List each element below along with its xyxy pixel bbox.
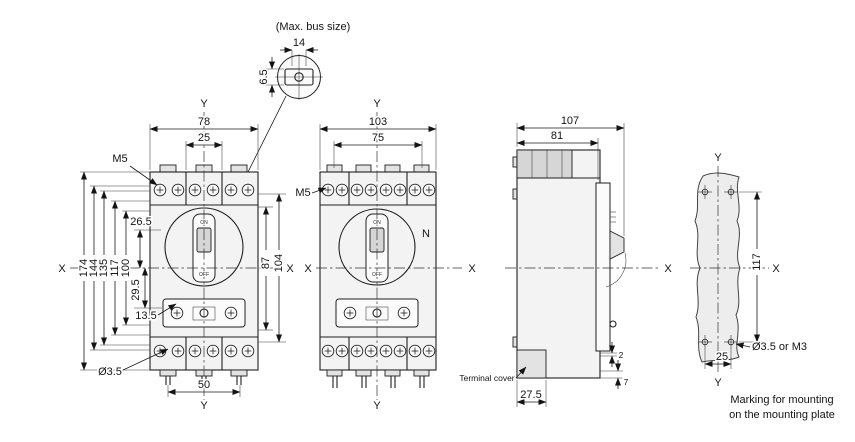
caption-line-2: on the mounting plate [729,409,835,421]
dim-label-27-5: 27.5 [520,389,541,401]
thread-label-m5-4p: M5 [295,187,310,199]
dim-label-14: 14 [293,37,305,49]
axis-label-x: X [304,263,312,275]
dimensions-4pole [311,124,437,194]
axis-label-x: X [468,263,476,275]
hole-dia-label-3p: Ø3.5 [98,366,122,378]
detail-leader-line [242,95,287,183]
dimensions-side [515,123,625,407]
dim-label-13-5: 13.5 [135,310,156,322]
dimensions-mounting [704,191,762,369]
dim-label-107: 107 [561,115,579,127]
breaker-side-body [516,149,601,379]
caption-line-1: Marking for mounting [730,394,833,406]
switch-on-label-4p: ON [373,220,381,226]
dim-label-26-5: 26.5 [130,216,151,228]
axis-label-y: Y [714,377,722,389]
handle-travel-arc [605,252,627,288]
dim-label-135: 135 [98,259,110,277]
axis-label-x: X [772,263,780,275]
switch-on-label: ON [200,220,208,226]
max-bus-size-label: (Max. bus size) [276,21,351,33]
side-view: 107 81 Terminal cover 27.5 2 7 X [459,114,672,407]
dim-label-174: 174 [78,259,90,277]
front-view-3pole: Y 78 25 M5 X 174 144 135 117 100 26.5 29… [58,98,294,412]
rating-dial [164,207,244,287]
axis-label-y: Y [373,400,381,412]
side-toggle-handle [609,230,625,260]
terminal-cover-label: Terminal cover [459,373,514,383]
dim-label-6-5: 6.5 [258,69,270,84]
dim-label-78: 78 [198,116,210,128]
switch-off-label: OFF [199,272,209,278]
switch-off-label-4p: OFF [372,272,382,278]
dim-label-117-mounting: 117 [751,253,763,271]
dim-label-2: 2 [619,350,624,360]
max-bus-size-detail: (Max. bus size) 14 6.5 [242,21,351,183]
dim-label-87: 87 [260,257,272,269]
axis-label-y: Y [200,98,208,110]
neutral-pole-label: N [422,228,430,240]
bottom-leads [165,376,242,385]
mounting-plate-blob [694,172,741,363]
dim-label-103: 103 [369,116,387,128]
axis-label-x: X [58,263,66,275]
mounting-plate-view: Y 117 X 25 Ø3.5 or M3 Y Marking for moun… [690,152,835,421]
dim-label-104: 104 [273,254,285,272]
terminal-shroud [516,149,573,179]
dim-label-25-mounting: 25 [716,351,728,363]
axis-label-x: X [286,263,294,275]
axis-label-y: Y [200,400,208,412]
bus-bar-section [284,68,314,86]
dim-label-100: 100 [120,259,132,277]
dim-label-7: 7 [624,377,629,387]
axis-label-y: Y [373,98,381,110]
axis-label-y: Y [714,152,722,164]
axis-label-x: X [664,263,672,275]
dim-label-50: 50 [198,379,210,391]
mounting-hole-size-label: Ø3.5 or M3 [752,341,807,353]
dim-label-29-5: 29.5 [130,279,142,300]
dim-label-144: 144 [88,259,100,277]
front-view-4pole: Y 103 75 M5 X X N ON OFF Y [295,98,476,412]
terminal-cover-block [516,349,547,379]
dim-label-81: 81 [551,130,563,142]
dim-label-75: 75 [372,132,384,144]
front-face-plate [595,182,611,352]
bus-bolt-hole [294,72,304,82]
dim-label-25: 25 [198,132,210,144]
dim-label-117: 117 [109,259,121,277]
dimensions-3pole [80,124,286,397]
bottom-leads-4p [332,376,425,388]
thread-label-m5: M5 [112,153,127,165]
rating-dial-4p [338,208,416,286]
